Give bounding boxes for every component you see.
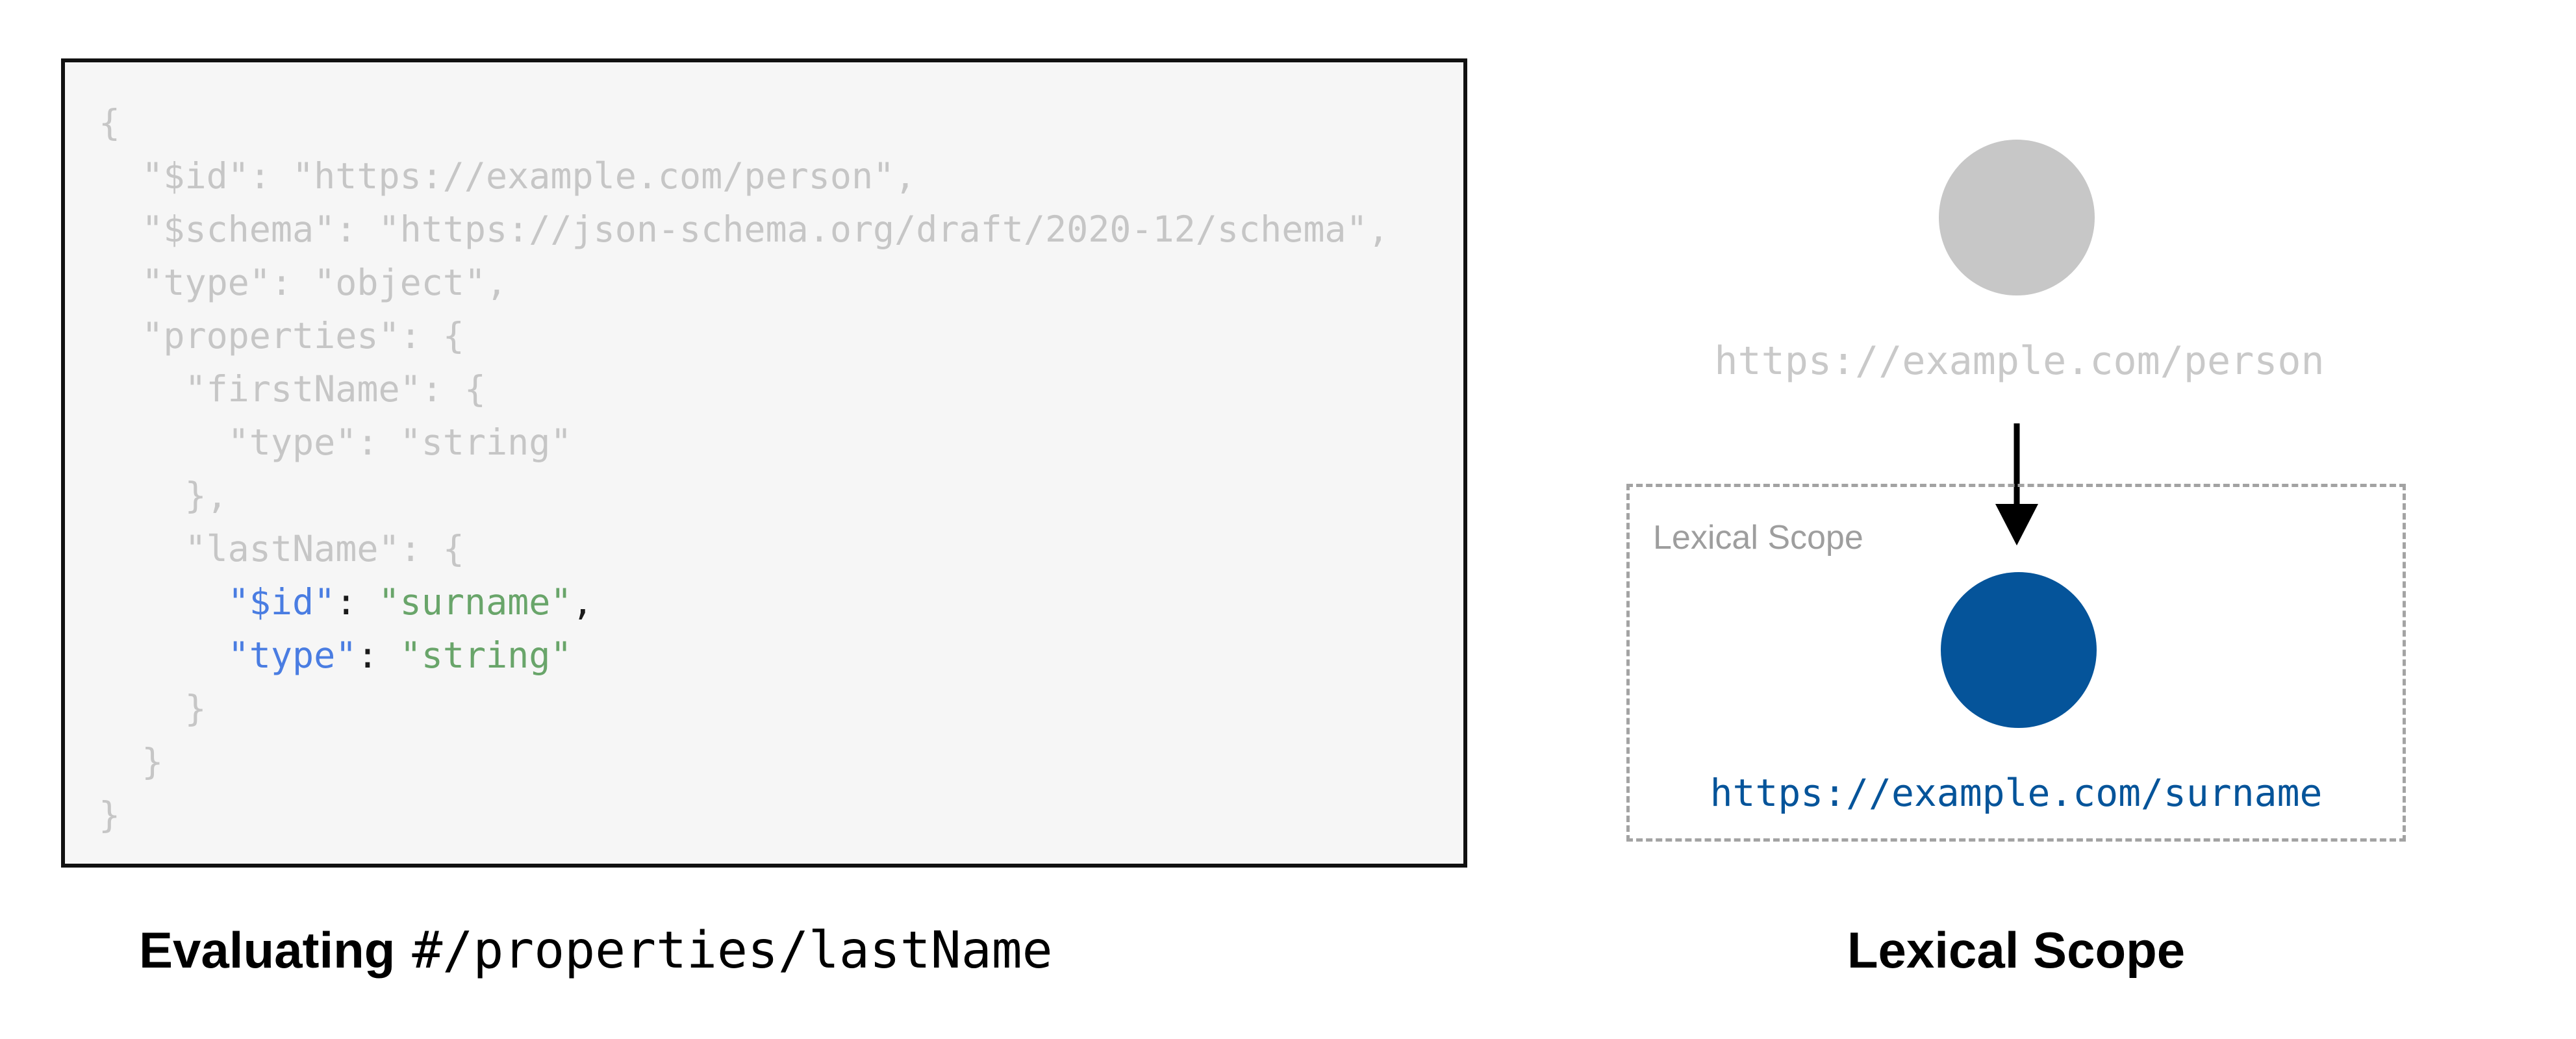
code-line: "type": "string"	[99, 421, 572, 463]
code-line: "$schema": "https://json-schema.org/draf…	[99, 208, 1389, 250]
code-line: "properties": {	[99, 315, 464, 357]
code-line: "firstName": {	[99, 368, 486, 410]
code-line: "$id": "https://example.com/person",	[99, 155, 916, 197]
parent-schema-circle	[1939, 140, 2095, 295]
code-line: }	[99, 741, 164, 782]
evaluating-label: Evaluating	[139, 921, 396, 979]
left-caption: Evaluating #/properties/lastName	[139, 921, 1053, 980]
code-line: },	[99, 475, 228, 516]
code-line: "$id": "surname",	[227, 581, 594, 623]
code-line: }	[99, 794, 121, 836]
code-line: }	[99, 688, 207, 729]
lexical-scope-box-label: Lexical Scope	[1653, 519, 1863, 557]
child-schema-uri-label: https://example.com/surname	[1710, 771, 2323, 815]
code-line: "lastName": {	[99, 528, 464, 570]
code-line: {	[99, 102, 121, 144]
code-block: { "$id": "https://example.com/person", "…	[65, 62, 1463, 842]
child-schema-circle	[1941, 572, 2097, 728]
json-pointer-path: #/properties/lastName	[412, 921, 1053, 980]
code-line: "type": "string"	[227, 634, 572, 676]
code-line: "type": "object",	[99, 262, 508, 303]
right-caption: Lexical Scope	[1847, 921, 2186, 979]
schema-code-panel: { "$id": "https://example.com/person", "…	[61, 58, 1467, 868]
parent-schema-uri-label: https://example.com/person	[1714, 338, 2325, 384]
lexical-scope-box: Lexical Scope	[1626, 484, 2406, 842]
